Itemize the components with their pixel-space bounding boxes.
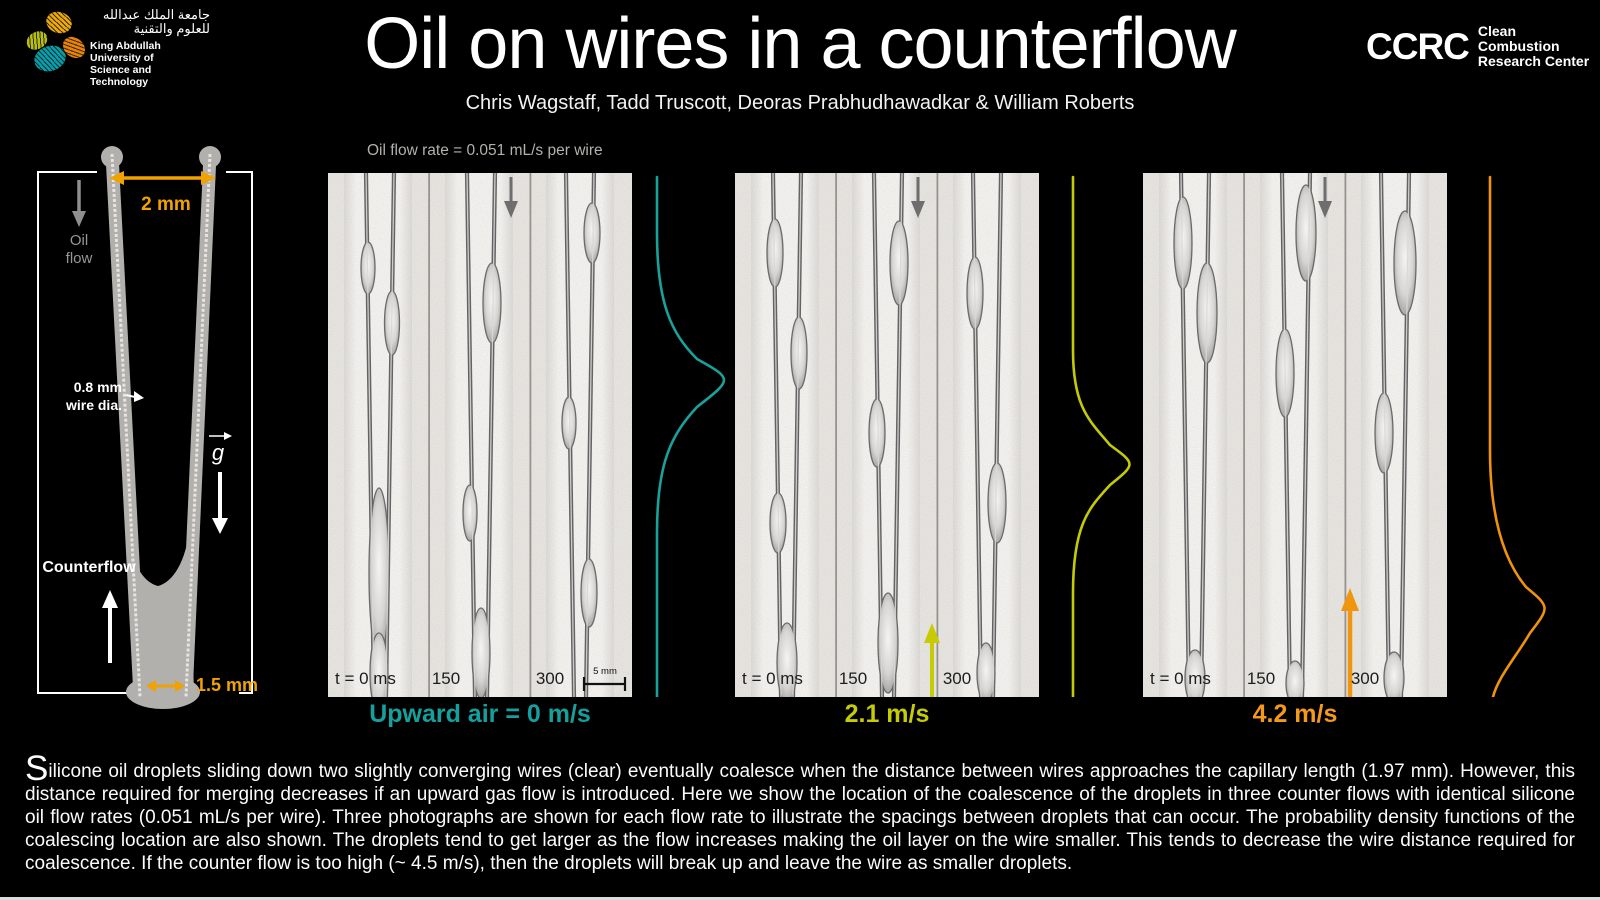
top-width-dimension: 2 mm xyxy=(109,171,216,215)
time-labels: t = 0 ms 150 300 xyxy=(1150,669,1379,688)
upflow-arrow-icon xyxy=(924,623,940,697)
gravity-vector: g xyxy=(209,432,232,534)
photo-panel-2-1ms: t = 0 ms 150 300 xyxy=(735,173,1039,697)
time-label-150: 150 xyxy=(1247,669,1275,688)
speed-label-4-2ms: 4.2 m/s xyxy=(1252,700,1338,728)
time-label-0: t = 0 ms xyxy=(742,669,803,688)
page-title: Oil on wires in a counterflow xyxy=(364,4,1236,84)
scale-bar: 5 mm xyxy=(582,666,627,691)
pdf-curve-4-2ms xyxy=(1488,175,1546,697)
pdf-curve-0ms xyxy=(655,175,726,697)
converging-wires xyxy=(101,146,221,698)
oil-flow-arrow: Oil flow xyxy=(66,180,93,267)
oil-droplets xyxy=(1173,184,1417,697)
bottom-width-dimension: 1.5 mm xyxy=(146,675,258,695)
scale-bar-label: 5 mm xyxy=(593,666,617,677)
time-labels: t = 0 ms 150 300 xyxy=(335,669,564,688)
top-width-label: 2 mm xyxy=(141,194,191,215)
ccrc-acronym: CCRC xyxy=(1366,25,1470,67)
subimage-dividers xyxy=(1243,173,1347,697)
time-label-300: 300 xyxy=(536,669,564,688)
photo-panel-4-2ms: t = 0 ms 150 300 xyxy=(1143,173,1447,697)
time-label-0: t = 0 ms xyxy=(1150,669,1211,688)
abstract-text: ilicone oil droplets sliding down two sl… xyxy=(25,761,1575,874)
abstract-paragraph: Silicone oil droplets sliding down two s… xyxy=(25,751,1575,875)
speed-label-2-1ms: 2.1 m/s xyxy=(844,700,930,728)
kaust-english-name: King Abdullah University of Science and … xyxy=(90,40,161,88)
upflow-arrow-icon xyxy=(1341,588,1359,697)
time-labels: t = 0 ms 150 300 xyxy=(742,669,971,688)
diagram-frame xyxy=(37,171,253,694)
wire-diameter-callout: 0.8 mm wire dia. xyxy=(65,379,144,413)
counterflow-label: Counterflow xyxy=(42,559,136,576)
oil-flow-label-1: Oil xyxy=(70,232,88,249)
oil-droplets xyxy=(766,218,1007,697)
kaust-arabic-name: جامعة الملك عبدالله للعلوم والتقنية xyxy=(102,7,210,36)
counterflow-annotation: Counterflow xyxy=(42,559,136,663)
abstract-dropcap: S xyxy=(25,749,49,788)
subimage-dividers xyxy=(835,173,939,697)
wire-schematic-diagram: 2 mm Oil flow 0.8 mm wire dia. g Counter… xyxy=(37,146,258,709)
time-label-300: 300 xyxy=(1351,669,1379,688)
time-label-0: t = 0 ms xyxy=(335,669,396,688)
gravity-symbol: g xyxy=(212,440,225,465)
photo-panel-0ms: t = 0 ms 150 300 5 mm xyxy=(328,173,632,697)
flow-rate-caption: Oil flow rate = 0.051 mL/s per wire xyxy=(367,142,603,159)
ccrc-logo: CCRC Clean Combustion Research Center xyxy=(1366,24,1600,69)
pdf-curve-2-1ms xyxy=(1071,175,1131,697)
speed-label-0ms: Upward air = 0 m/s xyxy=(369,700,591,728)
oil-flow-label-2: flow xyxy=(66,250,93,267)
wire-dia-label-1: 0.8 mm xyxy=(74,379,122,395)
bottom-edge-strip xyxy=(0,897,1600,900)
authors-line: Chris Wagstaff, Tadd Truscott, Deoras Pr… xyxy=(465,92,1135,114)
time-label-150: 150 xyxy=(839,669,867,688)
downflow-arrow-icon xyxy=(911,177,925,218)
subimage-dividers xyxy=(428,173,532,697)
ccrc-name: Clean Combustion Research Center xyxy=(1477,23,1590,69)
wire-dia-label-2: wire dia. xyxy=(65,397,122,413)
bottom-width-label: 1.5 mm xyxy=(196,675,258,695)
time-label-150: 150 xyxy=(432,669,460,688)
time-label-300: 300 xyxy=(943,669,971,688)
downflow-arrow-icon xyxy=(504,177,518,218)
kaust-logo: جامعة الملك عبدالله للعلوم والتقنية King… xyxy=(23,6,266,88)
downflow-arrow-icon xyxy=(1318,177,1332,218)
oil-droplets xyxy=(360,202,601,697)
